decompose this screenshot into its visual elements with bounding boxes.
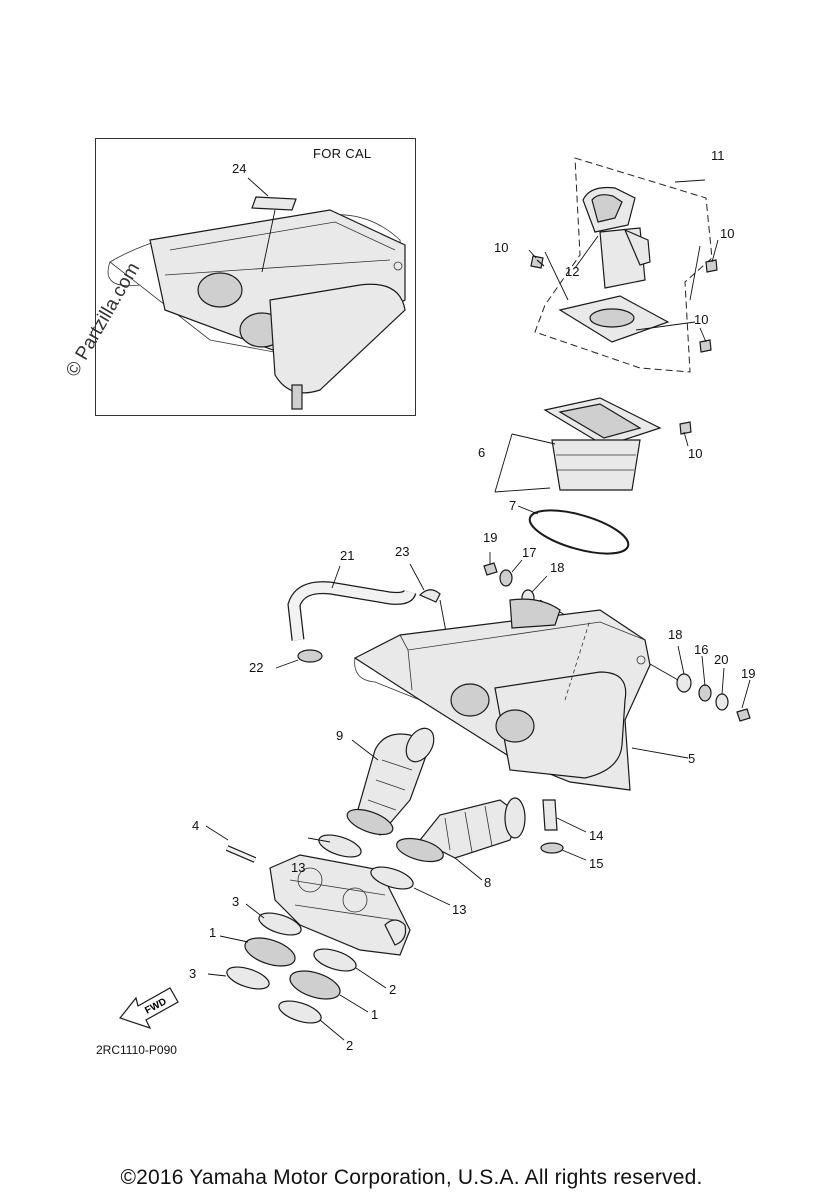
callout-10-c: 10 xyxy=(694,312,708,327)
intake-joints xyxy=(346,727,526,881)
throttle-body xyxy=(205,825,411,956)
callout-15: 15 xyxy=(589,856,603,871)
drain-fasteners xyxy=(649,645,751,722)
callout-14: 14 xyxy=(589,828,603,843)
copyright-notice: ©2016 Yamaha Motor Corporation, U.S.A. A… xyxy=(120,1166,703,1189)
callout-11: 11 xyxy=(711,148,725,163)
joint-bands xyxy=(207,834,451,1041)
callout-21: 21 xyxy=(340,548,354,563)
callout-13-a: 13 xyxy=(291,860,305,875)
air-box xyxy=(353,598,689,791)
callout-1-b: 1 xyxy=(371,1007,378,1022)
callout-22: 22 xyxy=(249,660,263,675)
fwd-arrow xyxy=(118,987,179,1030)
inset-frame xyxy=(95,138,416,416)
callout-9: 9 xyxy=(336,728,343,743)
callout-1-a: 1 xyxy=(209,925,216,940)
intake-duct-assembly xyxy=(530,157,718,435)
callout-23: 23 xyxy=(395,544,409,559)
callout-17: 17 xyxy=(522,545,536,560)
callout-5: 5 xyxy=(688,751,695,766)
drain-hose xyxy=(540,799,587,861)
callout-10-b: 10 xyxy=(720,226,734,241)
callout-10-a: 10 xyxy=(494,240,508,255)
callout-2-b: 2 xyxy=(346,1038,353,1053)
callout-8: 8 xyxy=(484,875,491,890)
inset-airbox-drawing xyxy=(107,177,406,410)
callout-16: 16 xyxy=(694,642,708,657)
callout-7: 7 xyxy=(509,498,516,513)
callout-19-b: 19 xyxy=(741,666,755,681)
callout-19-a: 19 xyxy=(483,530,497,545)
callout-20: 20 xyxy=(714,652,728,667)
callout-6: 6 xyxy=(478,445,485,460)
callout-10-d: 10 xyxy=(688,446,702,461)
callout-4: 4 xyxy=(192,818,199,833)
callout-12: 12 xyxy=(565,264,579,279)
filter-element xyxy=(494,397,662,555)
inset-title: FOR CAL xyxy=(313,146,372,161)
callout-13-b: 13 xyxy=(452,902,466,917)
callout-24: 24 xyxy=(232,161,246,176)
callout-3-a: 3 xyxy=(232,894,239,909)
callout-18-b: 18 xyxy=(668,627,682,642)
callout-18-a: 18 xyxy=(550,560,564,575)
callout-3-b: 3 xyxy=(189,966,196,981)
callout-2-a: 2 xyxy=(389,982,396,997)
drawing-code: 2RC1110-P090 xyxy=(96,1043,177,1057)
small-fasteners xyxy=(275,552,571,681)
